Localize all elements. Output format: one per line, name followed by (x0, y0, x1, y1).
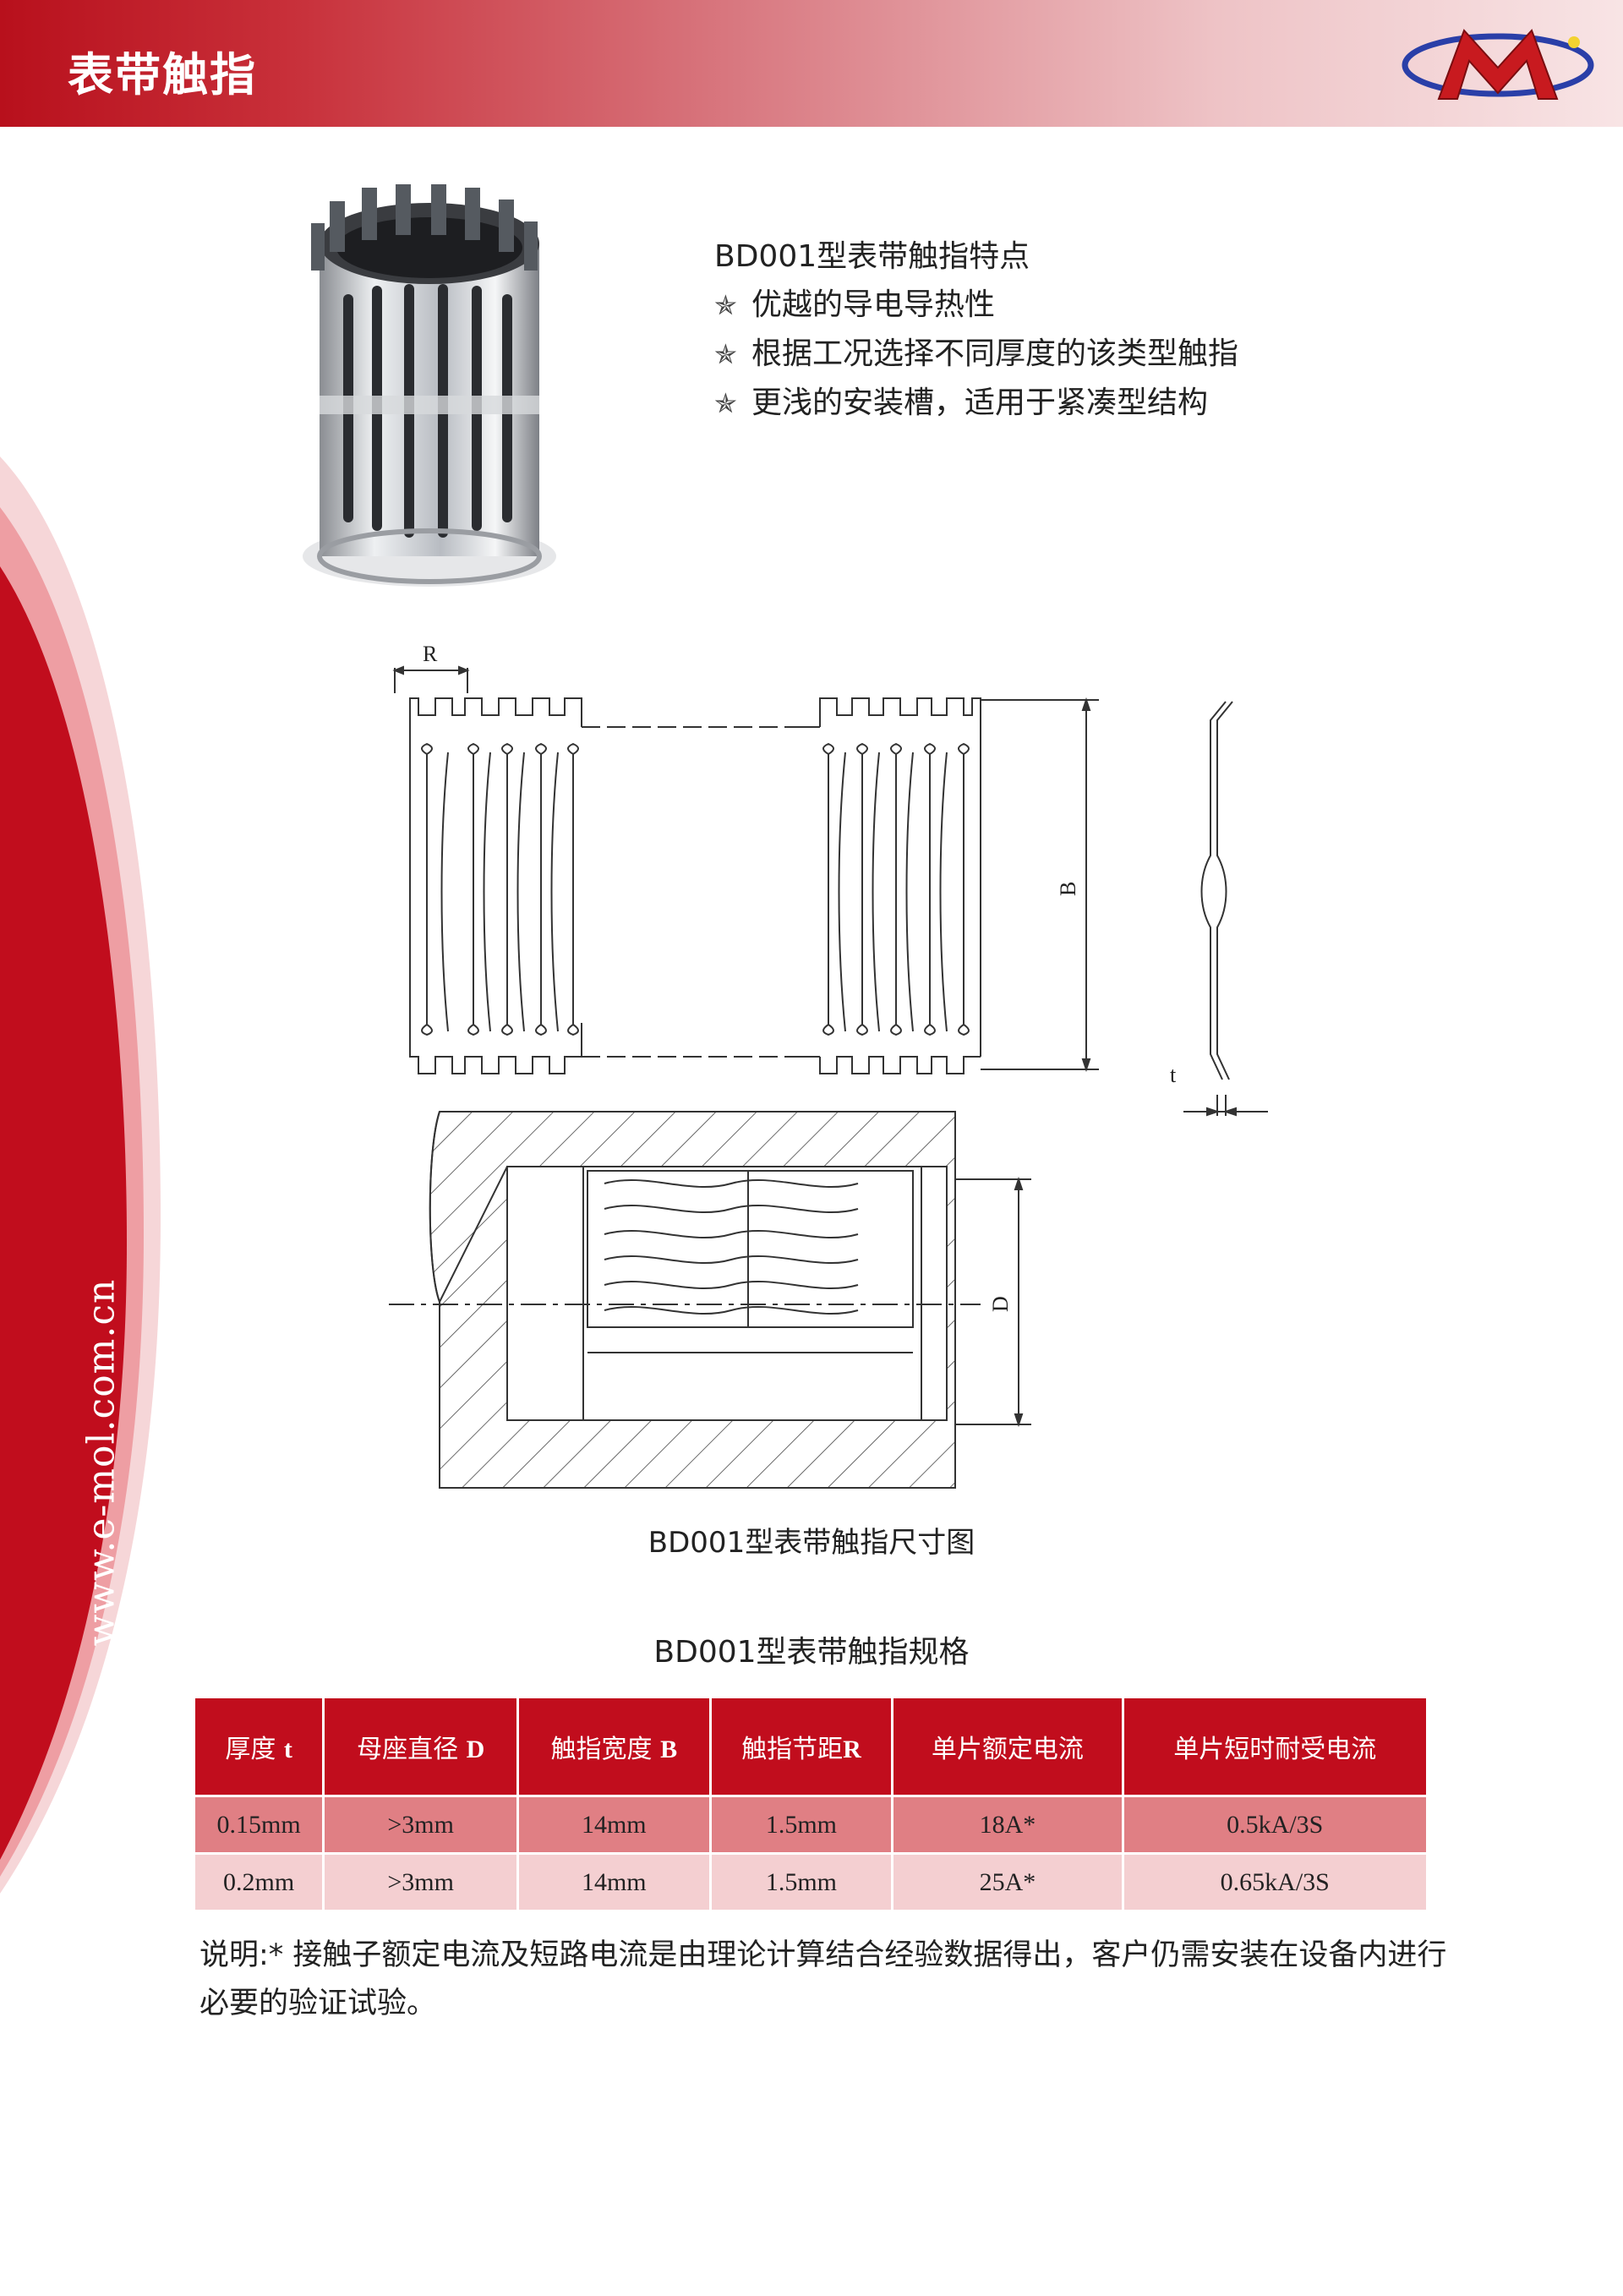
dimension-drawing: R B t D (389, 642, 1268, 1489)
page-header: 表带触指 (0, 0, 1623, 127)
drawing-caption: BD001型表带触指尺寸图 (648, 1526, 975, 1560)
logo-m-icon (1402, 29, 1594, 100)
table-cell: 25A* (891, 1852, 1124, 1912)
table-cell: 0.5kA/3S (1121, 1795, 1429, 1855)
column-header: 单片短时耐受电流 (1121, 1696, 1429, 1797)
table-cell: 0.65kA/3S (1121, 1852, 1429, 1912)
feature-text: 根据工况选择不同厚度的该类型触指 (751, 336, 1239, 371)
label-d: D (988, 1296, 1013, 1312)
table-cell: 18A* (891, 1795, 1124, 1855)
label-t: t (1170, 1063, 1177, 1087)
feature-item: ✯ 更浅的安装槽，适用于紧凑型结构 (714, 379, 1238, 428)
star-icon: ✯ (714, 387, 737, 419)
label-b: B (1056, 882, 1080, 896)
features-title: BD001型表带触指特点 (714, 239, 1030, 274)
table-cell: >3mm (322, 1795, 520, 1855)
table-cell: 14mm (516, 1795, 712, 1855)
feature-item: ✯ 根据工况选择不同厚度的该类型触指 (714, 330, 1238, 379)
table-cell: 1.5mm (708, 1795, 894, 1855)
label-r: R (423, 642, 438, 666)
table-row: 0.2mm >3mm 14mm 1.5mm 25A* 0.65kA/3S (192, 1852, 1429, 1912)
table-row: 0.15mm >3mm 14mm 1.5mm 18A* 0.5kA/3S (192, 1795, 1429, 1855)
column-header: 母座直径 D (322, 1696, 520, 1797)
table-cell: 0.2mm (192, 1852, 325, 1912)
features-list: BD001型表带触指特点 ✯ 优越的导电导热性 ✯ 根据工况选择不同厚度的该类型触指… (714, 232, 1238, 428)
note-text: 说明:* 接触子额定电流及短路电流是由理论计算结合经验数据得出，客户仍需安装在设… (199, 1938, 1447, 2020)
star-icon: ✯ (714, 289, 737, 321)
spec-table: 厚度 t 母座直径 D 触指宽度 B 触指节距R 单片额定电流 单片短时耐受电流… (192, 1696, 1429, 1912)
table-cell: 0.15mm (192, 1795, 325, 1855)
spec-table-title: BD001型表带触指规格 (653, 1635, 970, 1670)
product-photo (277, 184, 582, 594)
column-header: 触指宽度 B (516, 1696, 712, 1797)
feature-text: 更浅的安装槽，适用于紧凑型结构 (751, 385, 1209, 420)
page-title: 表带触指 (68, 48, 257, 101)
website-url: www.e-mol.com.cn (79, 1278, 123, 1647)
table-cell: >3mm (322, 1852, 520, 1912)
table-header-row: 厚度 t 母座直径 D 触指宽度 B 触指节距R 单片额定电流 单片短时耐受电流 (192, 1696, 1429, 1797)
feature-item: ✯ 优越的导电导热性 (714, 281, 1238, 330)
star-icon: ✯ (714, 338, 737, 370)
column-header: 单片额定电流 (891, 1696, 1124, 1797)
column-header: 厚度 t (192, 1696, 325, 1797)
table-cell: 1.5mm (708, 1852, 894, 1912)
column-header: 触指节距R (708, 1696, 894, 1797)
feature-text: 优越的导电导热性 (751, 287, 996, 322)
side-decoration (0, 456, 161, 1894)
table-cell: 14mm (516, 1852, 712, 1912)
